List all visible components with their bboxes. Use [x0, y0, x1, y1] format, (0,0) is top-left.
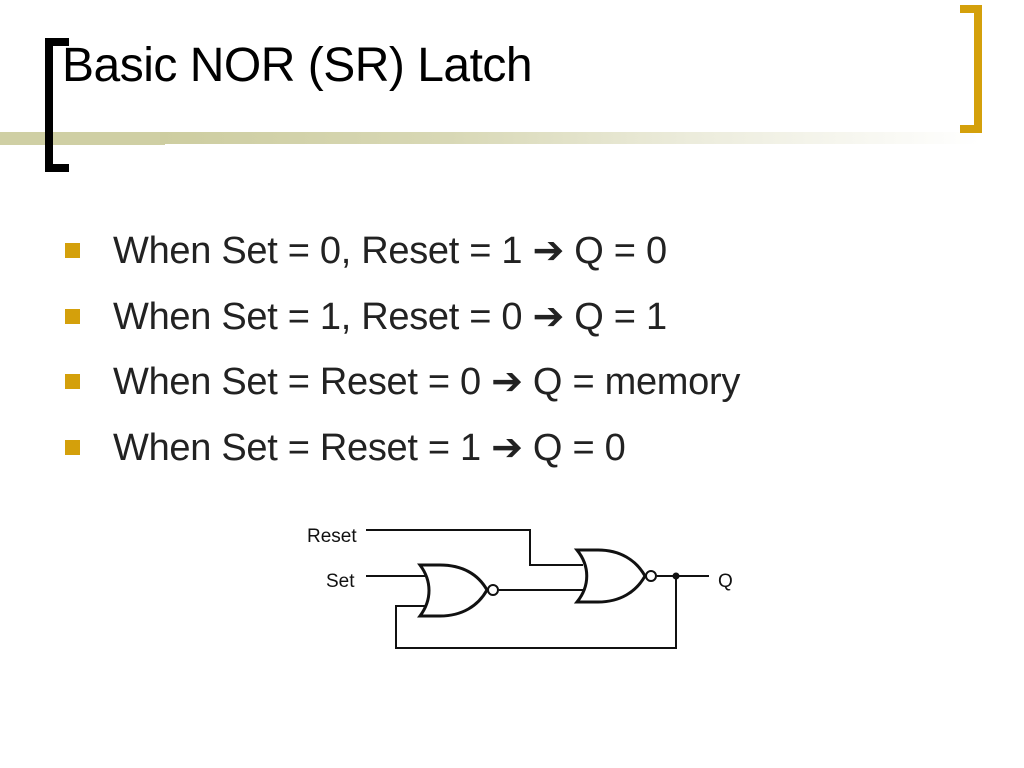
q-label: Q	[718, 571, 733, 592]
set-label: Set	[326, 571, 355, 592]
junction-dot	[672, 572, 680, 580]
square-bullet-icon	[65, 374, 80, 390]
bullet-text: When Set = 1, Reset = 0 ➔ Q = 1	[113, 295, 667, 338]
title-underline-gradient	[160, 132, 980, 144]
nor-gate-2-bubble	[645, 570, 657, 582]
slide-title: Basic NOR (SR) Latch	[62, 39, 533, 92]
square-bullet-icon	[65, 308, 80, 324]
bullet-list: When Set = 0, Reset = 1 ➔ Q = 0 When Set…	[60, 218, 740, 480]
nor-gate-1-bubble	[487, 584, 499, 596]
bullet-text: When Set = Reset = 0 ➔ Q = memory	[113, 361, 741, 404]
bullet-item: When Set = 1, Reset = 0 ➔ Q = 1	[60, 284, 740, 350]
nor-gate-2	[573, 548, 657, 604]
reset-label: Reset	[307, 526, 357, 547]
feedback-wire	[395, 576, 677, 649]
bullet-item: When Set = Reset = 0 ➔ Q = memory	[60, 349, 740, 415]
bullet-text: When Set = Reset = 1 ➔ Q = 0	[113, 426, 626, 469]
right-bracket-decoration	[960, 5, 982, 133]
square-bullet-icon	[65, 243, 80, 259]
title-underline-bar	[0, 132, 165, 145]
nor-gate-1-body	[417, 563, 489, 618]
nor-gate-2-body	[573, 548, 647, 604]
bullet-text: When Set = 0, Reset = 1 ➔ Q = 0	[113, 230, 667, 273]
square-bullet-icon	[65, 439, 80, 455]
reset-wire	[366, 529, 583, 566]
bullet-item: When Set = Reset = 1 ➔ Q = 0	[60, 415, 740, 481]
left-bracket-decoration	[45, 38, 69, 172]
nor-gate-1	[417, 563, 499, 618]
bullet-item: When Set = 0, Reset = 1 ➔ Q = 0	[60, 218, 740, 284]
